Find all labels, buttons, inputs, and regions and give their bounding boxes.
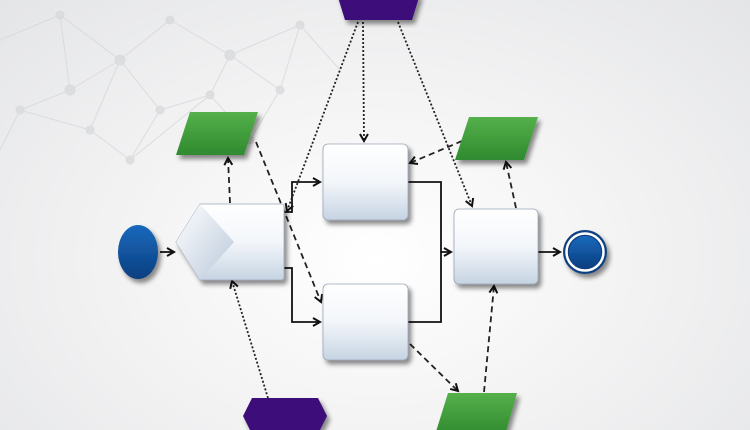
- task-merge[interactable]: [453, 208, 539, 285]
- network-background: [0, 10, 341, 165]
- data-object-bottom[interactable]: [435, 393, 517, 430]
- start-event[interactable]: [118, 225, 158, 279]
- assoc-data-tl-lower: [255, 141, 321, 302]
- end-event[interactable]: [563, 230, 607, 274]
- data-object-top-right[interactable]: [455, 117, 538, 160]
- flow-gateway-lower: [284, 267, 320, 322]
- assoc-hex-upper: [363, 21, 364, 141]
- hexagon-top[interactable]: [337, 0, 420, 20]
- hexagon-bottom[interactable]: [243, 398, 327, 430]
- assoc-lower-data-bottom: [409, 343, 458, 391]
- flow-lower-merge: [408, 252, 442, 323]
- flow-upper-merge: [408, 181, 451, 252]
- task-upper[interactable]: [322, 143, 409, 221]
- gateway[interactable]: [175, 203, 285, 281]
- assoc-hex-bottom-gateway: [232, 281, 269, 399]
- assoc-data-bottom-merge: [483, 286, 494, 393]
- flow-gateway-upper: [284, 182, 320, 213]
- assoc-hex-merge: [397, 21, 472, 206]
- assoc-gateway-data-tl: [228, 158, 230, 204]
- assoc-merge-data-tr: [506, 162, 517, 209]
- data-object-top-left[interactable]: [176, 112, 258, 155]
- assoc-hex-gateway: [287, 21, 359, 211]
- gateway-diamond-icon: [176, 204, 234, 280]
- task-lower[interactable]: [322, 283, 409, 361]
- associations: [228, 21, 517, 399]
